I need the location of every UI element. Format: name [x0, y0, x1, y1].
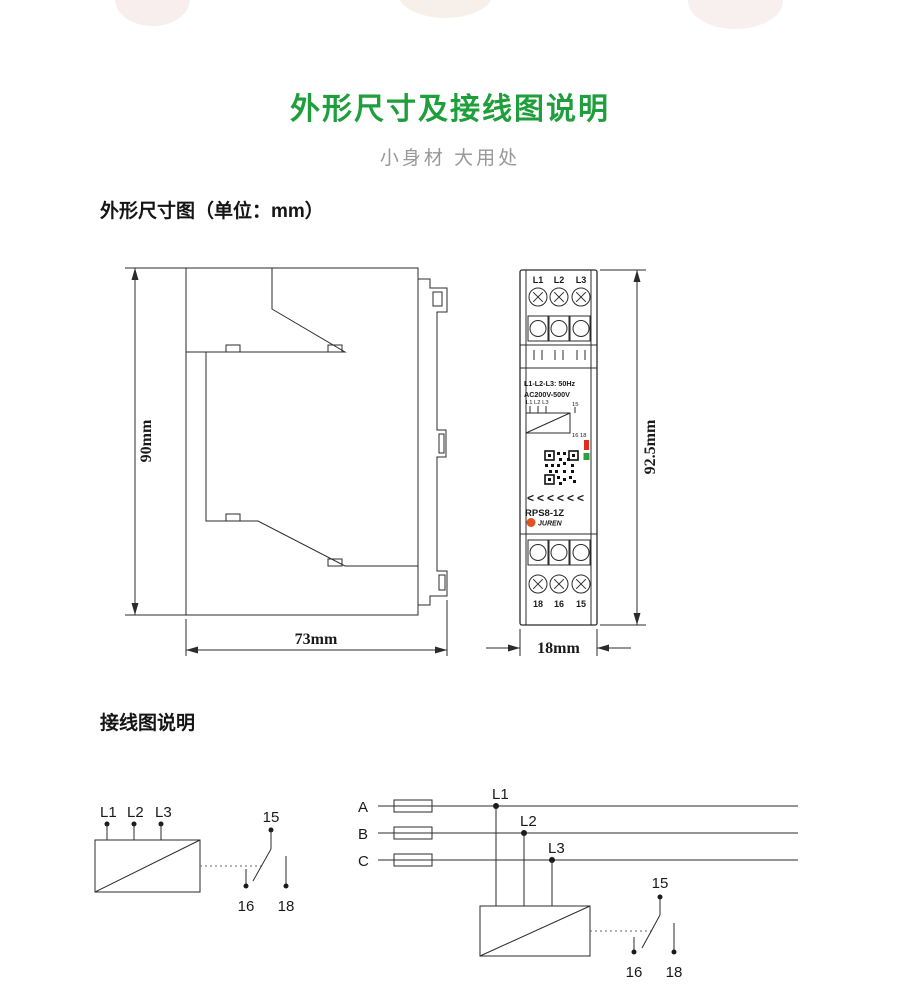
decorative-blob	[398, 0, 493, 18]
contact-common-label: 15	[263, 809, 280, 826]
front-width-label: 18mm	[537, 640, 580, 657]
contact-nc-label: 16	[626, 964, 643, 981]
front-height-dimension: 92.5mm	[600, 269, 659, 626]
contact-no-label: 18	[666, 964, 683, 981]
phase-label: C	[358, 853, 369, 870]
input-label: L3	[155, 804, 172, 821]
side-height-label: 90mm	[138, 419, 155, 462]
three-phase-wiring-diagram: A B C L1 L2 L3 15	[358, 786, 798, 981]
contact-common-label: 15	[652, 875, 669, 892]
side-width-dimension: 73mm	[185, 600, 448, 656]
phase-label: B	[358, 826, 368, 843]
terminal-label: L3	[576, 275, 587, 285]
contact-nc-label: 16	[238, 898, 255, 915]
qr-code-icon	[544, 450, 579, 485]
wiring-section-heading: 接线图说明	[100, 713, 196, 734]
brand-logo-icon	[526, 518, 536, 527]
model-label: RPS8-1Z	[525, 508, 564, 519]
terminal-cage-icon	[527, 539, 591, 566]
tap-label: L3	[548, 840, 565, 857]
page-title: 外形尺寸及接线图说明	[290, 93, 610, 126]
led-red-icon	[584, 440, 589, 450]
fuse-icon	[393, 853, 433, 867]
spec-text: AC200V-500V	[524, 390, 570, 399]
side-view-drawing	[185, 267, 448, 616]
vent-chevrons: <<<<<<	[527, 491, 587, 505]
mini-out-top-label: 15	[572, 402, 578, 408]
brand-name: JUREN	[538, 521, 563, 528]
bottom-terminal-block: 18 16 15	[527, 539, 591, 609]
page-subtitle: 小身材 大用处	[379, 148, 521, 169]
phase-label: A	[358, 799, 368, 816]
terminal-label: 16	[554, 599, 564, 609]
terminal-label: L2	[554, 275, 565, 285]
screw-icon	[528, 287, 591, 307]
input-label: L1	[100, 804, 117, 821]
dimensions-section-heading: 外形尺寸图（单位：mm）	[100, 201, 324, 222]
dimension-drawing: 90mm 73mm L1 L2 L3	[125, 267, 659, 657]
front-view-device: L1 L2 L3	[519, 269, 598, 626]
screw-icon	[528, 574, 591, 594]
mini-out-bottom-label: 16 18	[572, 433, 587, 439]
side-width-label: 73mm	[295, 631, 338, 648]
tap-label: L2	[520, 813, 537, 830]
brand-logo: JUREN	[526, 518, 563, 528]
contact-no-label: 18	[278, 898, 295, 915]
device-label-area: L1-L2-L3: 50Hz AC200V-500V L1 L2 L3 15 1…	[520, 379, 597, 535]
top-terminal-block: L1 L2 L3	[520, 275, 597, 369]
simple-wiring-diagram: L1 L2 L3 15 16 18	[94, 804, 295, 915]
front-height-label: 92.5mm	[642, 419, 659, 474]
changeover-contact: 15 16 18	[626, 875, 683, 981]
wiring-diagrams: L1 L2 L3 15 16 18 A B C	[94, 786, 798, 981]
decorative-blob	[115, 0, 190, 26]
fuse-icon	[393, 799, 433, 813]
terminal-label: 18	[533, 599, 543, 609]
tap-label: L1	[492, 786, 509, 803]
changeover-contact: 15 16 18	[238, 809, 295, 915]
terminal-label: 15	[576, 599, 586, 609]
fuse-icon	[393, 826, 433, 840]
decorative-blob	[688, 0, 783, 29]
side-height-dimension: 90mm	[125, 267, 186, 616]
terminal-label: L1	[533, 275, 544, 285]
input-label: L2	[127, 804, 144, 821]
front-width-dimension: 18mm	[486, 629, 631, 657]
led-green-icon	[583, 453, 590, 460]
mini-inputs-label: L1 L2 L3	[526, 400, 549, 406]
spec-text: L1-L2-L3: 50Hz	[524, 379, 576, 388]
terminal-cage-icon	[527, 315, 591, 342]
mini-wiring-diagram: L1 L2 L3 15 16 18	[525, 400, 587, 439]
